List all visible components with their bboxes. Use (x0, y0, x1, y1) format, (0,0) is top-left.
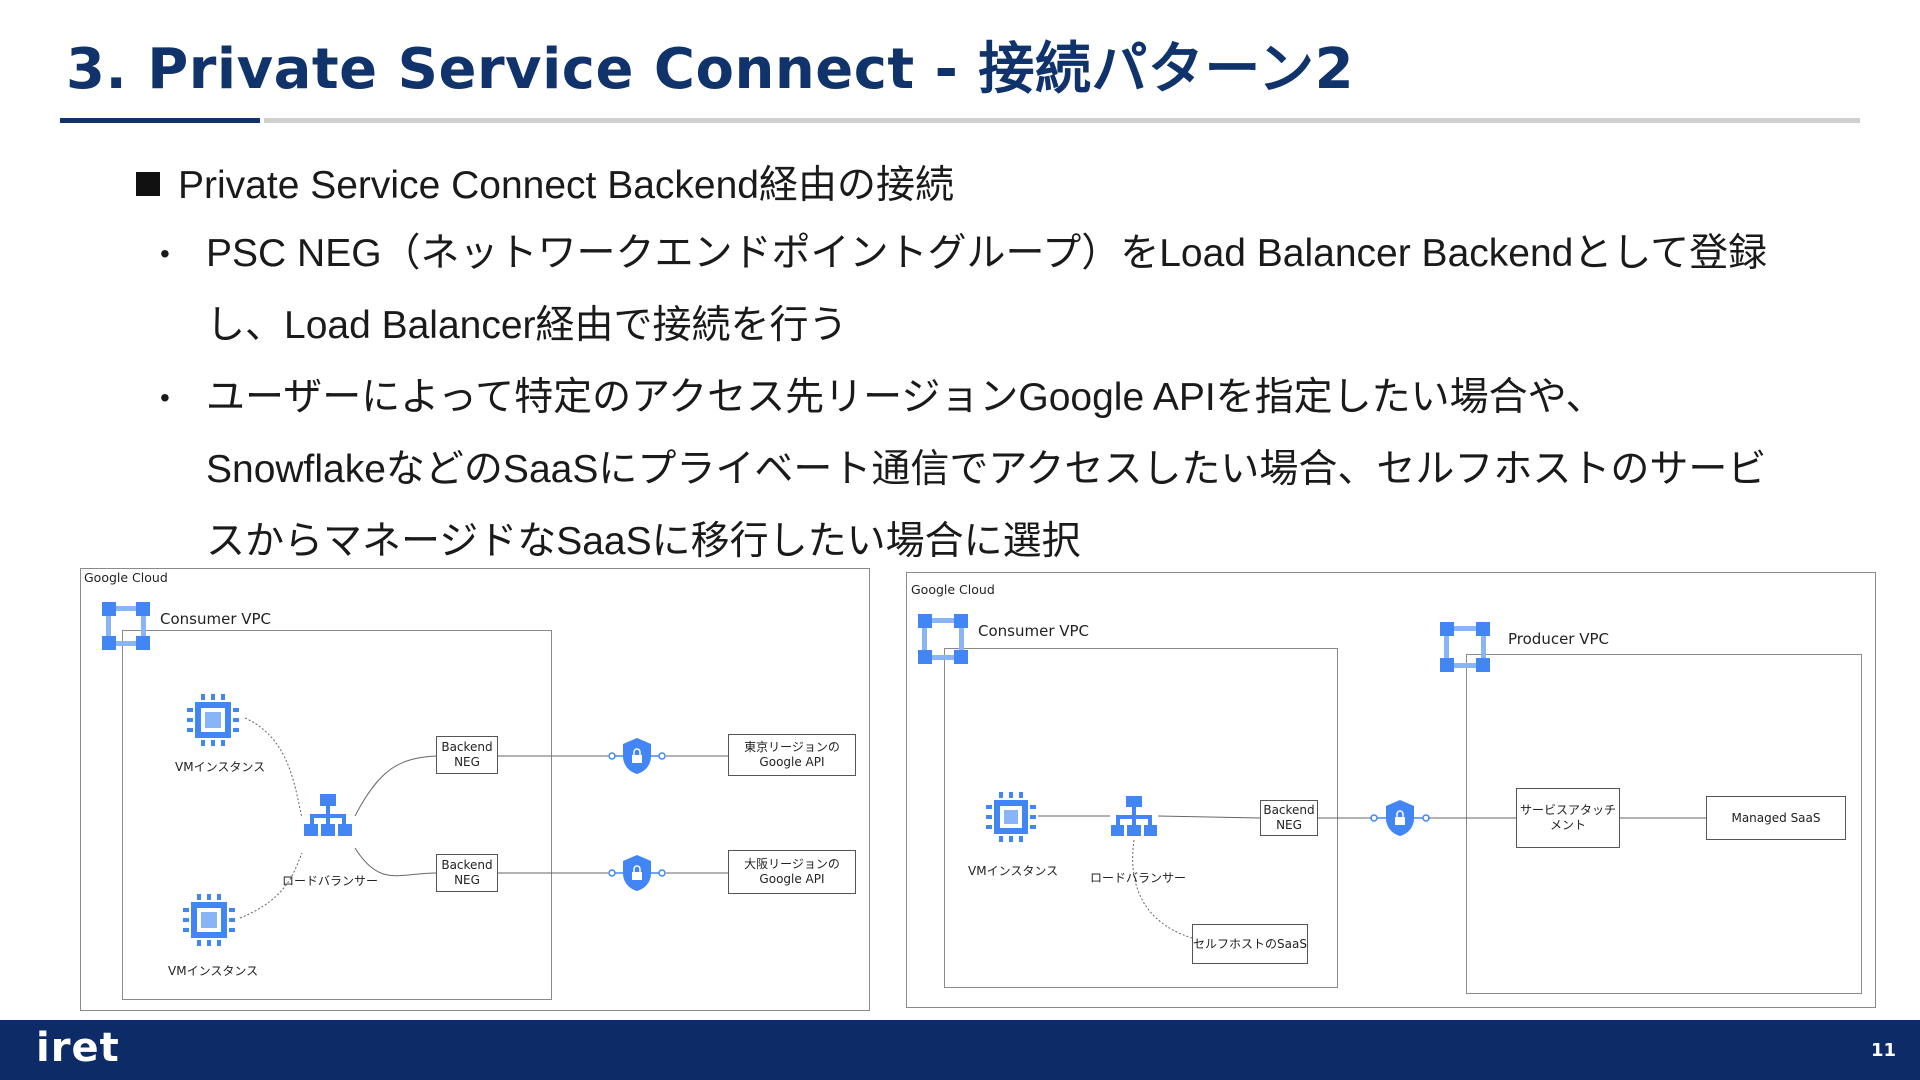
title-underline (264, 118, 1860, 123)
google-cloud-frame (80, 568, 870, 1011)
psc-shield-icon (608, 738, 666, 774)
diagram-right: Google Cloud Consumer VPC Producer VPC V… (906, 572, 1876, 1008)
load-balancer-label: ロードバランサー (282, 874, 379, 888)
section-heading-text: Private Service Connect Backend経由の接続 (178, 164, 954, 207)
vm-instance-icon (187, 694, 239, 746)
vm-instance-icon (183, 894, 235, 946)
psc-shield-icon (1370, 800, 1430, 836)
title-underline-accent (60, 118, 260, 123)
vpc-icon (102, 602, 150, 650)
api-line: 東京リージョンの (744, 740, 840, 754)
vm-instance-label: VMインスタンス (168, 964, 259, 978)
producer-vpc-frame (1466, 654, 1862, 994)
api-line: 大阪リージョンの (744, 857, 840, 871)
footer-bar (0, 1020, 1920, 1080)
bullet-dot: • (160, 382, 170, 413)
vpc-icon (1440, 622, 1490, 672)
google-cloud-label: Google Cloud (911, 582, 995, 597)
consumer-vpc-frame (122, 630, 552, 1000)
bullet-item-1: • PSC NEG（ネットワークエンドポイントグループ）をLoad Balanc… (160, 218, 1860, 362)
bullet-line: PSC NEG（ネットワークエンドポイントグループ）をLoad Balancer… (206, 232, 1768, 275)
load-balancer-icon (1111, 796, 1157, 836)
bullet-dot: • (160, 238, 170, 269)
consumer-vpc-label: Consumer VPC (160, 610, 272, 628)
load-balancer-icon (304, 794, 352, 836)
backend-neg-line: NEG (454, 873, 480, 887)
producer-vpc-label: Producer VPC (1508, 630, 1610, 648)
backend-neg-line: NEG (454, 755, 480, 769)
backend-neg-line: Backend (441, 740, 493, 754)
diagram-left: Google Cloud Consumer VPC VMインスタンス VMインス… (80, 568, 870, 1011)
service-attachment-box: サービスアタッチメント (1516, 788, 1620, 848)
service-attachment-line: メント (1549, 818, 1586, 832)
backend-neg-line: Backend (1263, 803, 1315, 817)
vm-instance-icon (986, 792, 1036, 842)
backend-neg-line: Backend (441, 858, 493, 872)
square-bullet-icon (136, 172, 160, 196)
connector-lines (239, 717, 728, 919)
section-heading: Private Service Connect Backend経由の接続 (136, 154, 954, 210)
bullet-line: SnowflakeなどのSaaSにプライベート通信でアクセスしたい場合、セルフホ… (206, 448, 1767, 491)
load-balancer-label: ロードバランサー (1090, 871, 1187, 885)
bullet-line: ユーザーによって特定のアクセス先リージョンGoogle APIを指定したい場合や… (206, 376, 1605, 419)
bullet-item-2: • ユーザーによって特定のアクセス先リージョンGoogle APIを指定したい場… (160, 362, 1860, 578)
self-hosted-saas-box: セルフホストのSaaS (1192, 924, 1308, 964)
api-line: Google API (759, 755, 825, 769)
psc-shield-icon (608, 855, 666, 891)
page-number: 11 (1870, 1040, 1896, 1061)
google-cloud-frame (906, 572, 1876, 1008)
vpc-icon (918, 614, 968, 664)
backend-neg-line: NEG (1276, 818, 1302, 832)
bullet-line: スからマネージドなSaaSに移行したい場合に選択 (206, 520, 1081, 563)
page-title: 3. Private Service Connect - 接続パターン2 (66, 37, 1355, 102)
google-cloud-label: Google Cloud (84, 570, 168, 585)
api-line: Google API (759, 872, 825, 886)
service-attachment-line: サービスアタッチ (1519, 803, 1616, 817)
iret-logo: iret (36, 1025, 120, 1071)
managed-saas-box: Managed SaaS (1706, 796, 1846, 840)
vm-instance-label: VMインスタンス (175, 760, 266, 774)
vm-instance-label: VMインスタンス (968, 864, 1059, 878)
consumer-vpc-label: Consumer VPC (978, 622, 1090, 640)
connector-lines (1038, 815, 1706, 939)
bullet-line: し、Load Balancer経由で接続を行う (206, 304, 848, 347)
